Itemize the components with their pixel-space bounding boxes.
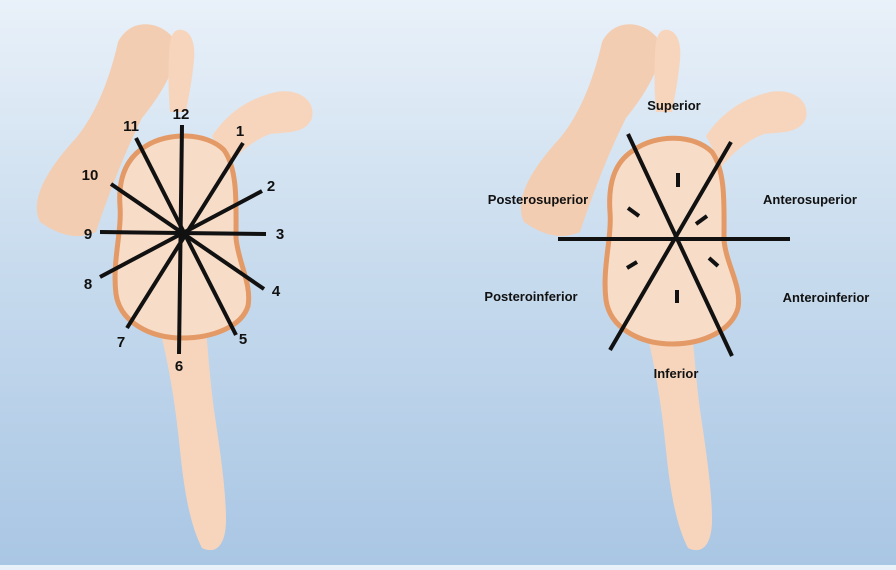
clock-label-5: 5 [239,331,247,348]
clock-label-8: 8 [84,276,92,293]
clock-label-7: 7 [117,334,125,351]
clock-label-11: 11 [123,118,139,135]
clock-label-4: 4 [272,283,281,300]
right-coracoid-lobe [706,91,807,166]
label-posteroinferior: Posteroinferior [484,289,577,304]
label-posterosuperior: Posterosuperior [488,192,588,207]
left-coracoid [169,30,195,112]
label-superior: Superior [647,98,700,113]
clock-label-10: 10 [82,167,99,184]
left-scapula-neck [160,330,226,550]
clock-label-12: 12 [173,106,190,123]
clock-label-1: 1 [236,123,244,140]
label-inferior: Inferior [654,366,699,381]
clock-label-6: 6 [175,358,183,375]
right-scapula-neck [646,330,712,550]
clock-label-9: 9 [84,226,92,243]
label-anterosuperior: Anterosuperior [763,192,857,207]
label-anteroinferior: Anteroinferior [783,290,870,305]
clock-label-3: 3 [276,226,284,243]
clock-label-2: 2 [267,178,275,195]
